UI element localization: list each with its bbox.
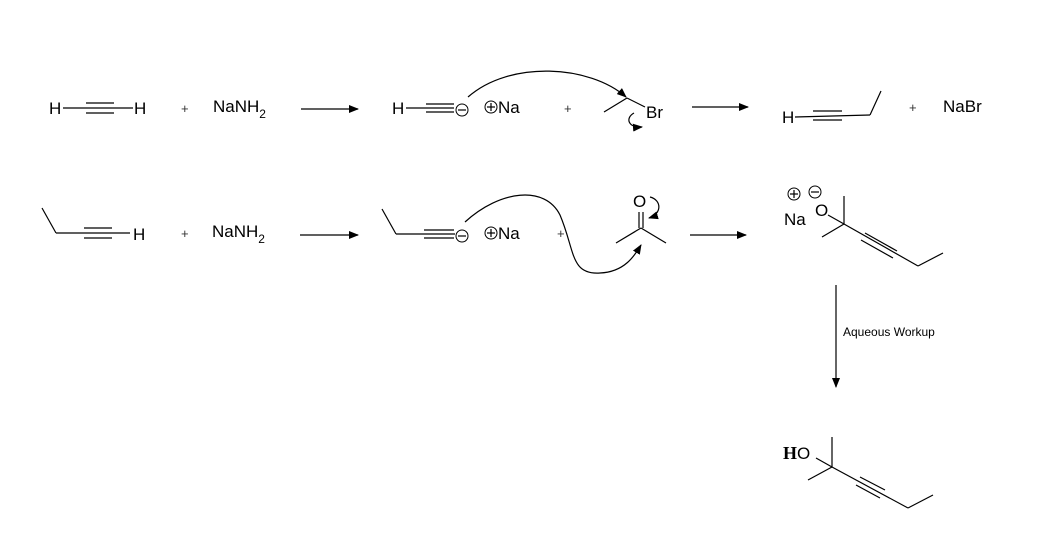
atom-h: H [783, 443, 797, 463]
sodium-acetylide: H Na [392, 98, 520, 118]
negative-charge-icon [455, 229, 469, 243]
atom-h: H [133, 225, 145, 244]
negative-charge-icon [455, 103, 469, 117]
sodium-label: Na [498, 224, 520, 243]
sodium-amide: NaNH2 [213, 97, 266, 121]
curved-arrow-nucleophile [467, 70, 627, 98]
sodium-butynide: Na [381, 208, 520, 243]
plus-sign: + [181, 101, 189, 116]
atom-h: H [782, 108, 794, 127]
sodium-alkoxide: Na O [784, 185, 944, 267]
svg-text:NaNH2: NaNH2 [212, 222, 265, 246]
1-butyne: H [782, 90, 882, 127]
ethyl-bromide: Br [603, 97, 663, 132]
svg-text:NaNH2: NaNH2 [213, 97, 266, 121]
1-butyne-reactant: H [41, 207, 145, 244]
curved-arrow-leaving-group [628, 112, 643, 132]
atom-h-left: H [49, 99, 61, 118]
curved-arrow-carbonyl [648, 196, 660, 220]
curved-arrow-nucleophile [464, 194, 642, 274]
tertiary-alcohol-product: H O [783, 437, 934, 509]
plus-sign: + [564, 101, 572, 116]
plus-sign: + [909, 100, 917, 115]
acetylene: H H [49, 99, 146, 118]
sodium-label: Na [784, 210, 806, 229]
atom-br: Br [646, 103, 663, 122]
acetone: O [615, 192, 667, 244]
atom-h: H [392, 99, 404, 118]
atom-h-right: H [134, 99, 146, 118]
plus-sign: + [557, 226, 565, 241]
sodium-bromide: NaBr [943, 97, 982, 116]
plus-sign: + [181, 226, 189, 241]
sodium-label: Na [498, 98, 520, 117]
positive-charge-icon [484, 100, 498, 114]
workup-label: Aqueous Workup [843, 325, 935, 339]
sodium-amide: NaNH2 [212, 222, 265, 246]
atom-o: O [815, 201, 828, 220]
positive-charge-icon [484, 226, 498, 240]
negative-charge-icon [808, 185, 822, 199]
positive-charge-icon [787, 187, 801, 201]
atom-o: O [633, 192, 646, 211]
atom-o: O [797, 444, 810, 463]
